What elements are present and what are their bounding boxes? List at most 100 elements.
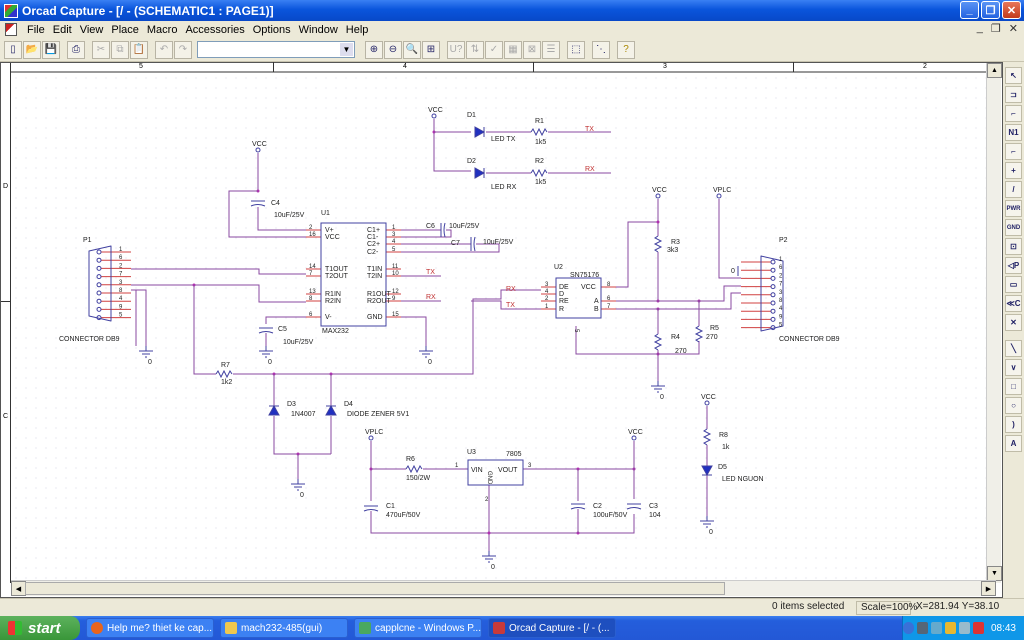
place-power-button[interactable]: PWR <box>1005 200 1022 217</box>
horizontal-scroll-thumb[interactable] <box>25 582 725 595</box>
scroll-up-button[interactable]: ▲ <box>987 63 1002 78</box>
place-line-button[interactable]: ╲ <box>1005 340 1022 357</box>
place-text-button[interactable]: A <box>1005 435 1022 452</box>
scroll-left-button[interactable]: ◀ <box>11 581 26 596</box>
place-bus-button[interactable]: ⌐ <box>1005 143 1022 160</box>
p1-ref: P1 <box>83 237 92 244</box>
taskbar-item-browser[interactable]: Help me? thiet ke cap... <box>86 618 214 638</box>
u2-pin-number: 5 <box>573 329 579 333</box>
network-icon[interactable] <box>930 622 942 634</box>
annotate-button[interactable]: U? <box>447 40 465 59</box>
open-button[interactable]: 📂 <box>23 40 41 59</box>
net-label-tx: TX <box>426 269 435 276</box>
place-rectangle-button[interactable]: □ <box>1005 378 1022 395</box>
menu-help[interactable]: Help <box>345 23 369 36</box>
undo-button[interactable]: ↶ <box>155 40 173 59</box>
place-net-alias-button[interactable]: N1 <box>1005 124 1022 141</box>
select-tool-button[interactable]: ↖ <box>1005 67 1022 84</box>
redo-button[interactable]: ↷ <box>174 40 192 59</box>
menu-macro[interactable]: Macro <box>146 23 178 36</box>
d2-led <box>474 167 486 179</box>
place-no-connect-button[interactable]: ✕ <box>1005 314 1022 331</box>
taskbar-item-picture-viewer[interactable]: capplcne - Windows P... <box>354 618 482 638</box>
netlist-button[interactable]: ▦ <box>504 40 522 59</box>
menu-edit[interactable]: Edit <box>52 23 72 36</box>
new-button[interactable]: ▯ <box>4 40 22 59</box>
place-polyline-button[interactable]: ∨ <box>1005 359 1022 376</box>
u1-pin-number: 10 <box>392 271 399 277</box>
start-button[interactable]: start <box>0 616 80 640</box>
antivirus-icon[interactable] <box>972 622 984 634</box>
place-part-icon: ⊐ <box>1010 90 1017 99</box>
menu-options[interactable]: Options <box>252 23 291 36</box>
place-part-button[interactable]: ⊐ <box>1005 86 1022 103</box>
r5-value: 270 <box>706 334 718 341</box>
place-arc-button[interactable]: ) <box>1005 416 1022 433</box>
u3-pin-number: 3 <box>528 463 532 469</box>
drc-button[interactable]: ✓ <box>485 40 503 59</box>
user-icon[interactable] <box>944 622 956 634</box>
c2-ref: C2 <box>593 503 602 510</box>
power-label: VCC <box>628 429 643 436</box>
c5-wire <box>265 316 306 324</box>
u2-ref: U2 <box>554 264 563 271</box>
cut-button[interactable]: ✂ <box>92 40 110 59</box>
menu-view[interactable]: View <box>79 23 104 36</box>
tray-expand-icon[interactable] <box>902 622 914 634</box>
power-port <box>368 435 374 441</box>
ground-label: 0 <box>709 529 713 536</box>
place-bus-entry-button[interactable]: / <box>1005 181 1022 198</box>
network-disconnected-icon[interactable] <box>916 622 928 634</box>
place-port-button[interactable]: ◁P <box>1005 257 1022 274</box>
paste-button[interactable]: 📋 <box>130 40 148 59</box>
scroll-right-button[interactable]: ▶ <box>981 581 996 596</box>
menu-place[interactable]: Place <box>111 23 139 36</box>
r7-left <box>193 285 216 375</box>
chevron-down-icon[interactable]: ▼ <box>340 43 353 56</box>
cross-ref-button[interactable]: ⊠ <box>523 40 541 59</box>
place-ellipse-button[interactable]: ○ <box>1005 397 1022 414</box>
vertical-scrollbar[interactable]: ▲ ▼ <box>986 63 1002 583</box>
part-search-combo[interactable]: ▼ <box>197 41 355 58</box>
project-manager-button[interactable]: ⋱ <box>592 40 610 59</box>
menu-accessories[interactable]: Accessories <box>185 23 245 36</box>
restore-button[interactable]: ❐ <box>981 1 1000 19</box>
place-ground-button[interactable]: GND <box>1005 219 1022 236</box>
ground-symbol <box>291 479 305 491</box>
place-hierarchical-block-button[interactable]: ⊡ <box>1005 238 1022 255</box>
phone-icon[interactable] <box>958 622 970 634</box>
c3-capacitor <box>626 507 642 510</box>
paste-icon: 📋 <box>132 44 146 55</box>
snap-grid-button[interactable]: ⬚ <box>567 40 585 59</box>
zoom-all-button[interactable]: ⊞ <box>422 40 440 59</box>
bom-button[interactable]: ☰ <box>542 40 560 59</box>
zoom-in-button[interactable]: ⊕ <box>365 40 383 59</box>
back-annotate-button[interactable]: ⇅ <box>466 40 484 59</box>
minimize-button[interactable]: _ <box>960 1 979 19</box>
place-junction-button[interactable]: + <box>1005 162 1022 179</box>
diode-body <box>701 465 713 477</box>
place-wire-button[interactable]: ⌐ <box>1005 105 1022 122</box>
document-icon[interactable] <box>5 23 17 36</box>
place-off-page-connector-button[interactable]: ≪C <box>1005 295 1022 312</box>
menu-window[interactable]: Window <box>298 23 338 36</box>
help-button[interactable]: ? <box>617 40 635 59</box>
zoom-out-button[interactable]: ⊖ <box>384 40 402 59</box>
new-icon: ▯ <box>10 44 16 55</box>
menu-file[interactable]: File <box>27 23 45 36</box>
taskbar-item-orcad[interactable]: Orcad Capture - [/ - (... <box>488 618 616 638</box>
horizontal-scrollbar[interactable]: ◀ ▶ <box>11 580 996 596</box>
copy-button[interactable]: ⧉ <box>111 40 129 59</box>
close-button[interactable]: ✕ <box>1002 1 1021 19</box>
p2-pin-number: 9 <box>779 314 783 320</box>
print-button[interactable]: ⎙ <box>67 40 85 59</box>
place-pin-button[interactable]: ▭ <box>1005 276 1022 293</box>
doc-close-button[interactable]: ✕ <box>1008 23 1018 35</box>
doc-minimize-button[interactable]: _ <box>976 22 983 34</box>
scroll-down-button[interactable]: ▼ <box>987 566 1002 581</box>
save-button[interactable]: 💾 <box>42 40 60 59</box>
taskbar-item-folder[interactable]: mach232-485(gui) <box>220 618 348 638</box>
zoom-area-button[interactable]: 🔍 <box>403 40 421 59</box>
doc-restore-button[interactable]: ❐ <box>990 23 1001 35</box>
